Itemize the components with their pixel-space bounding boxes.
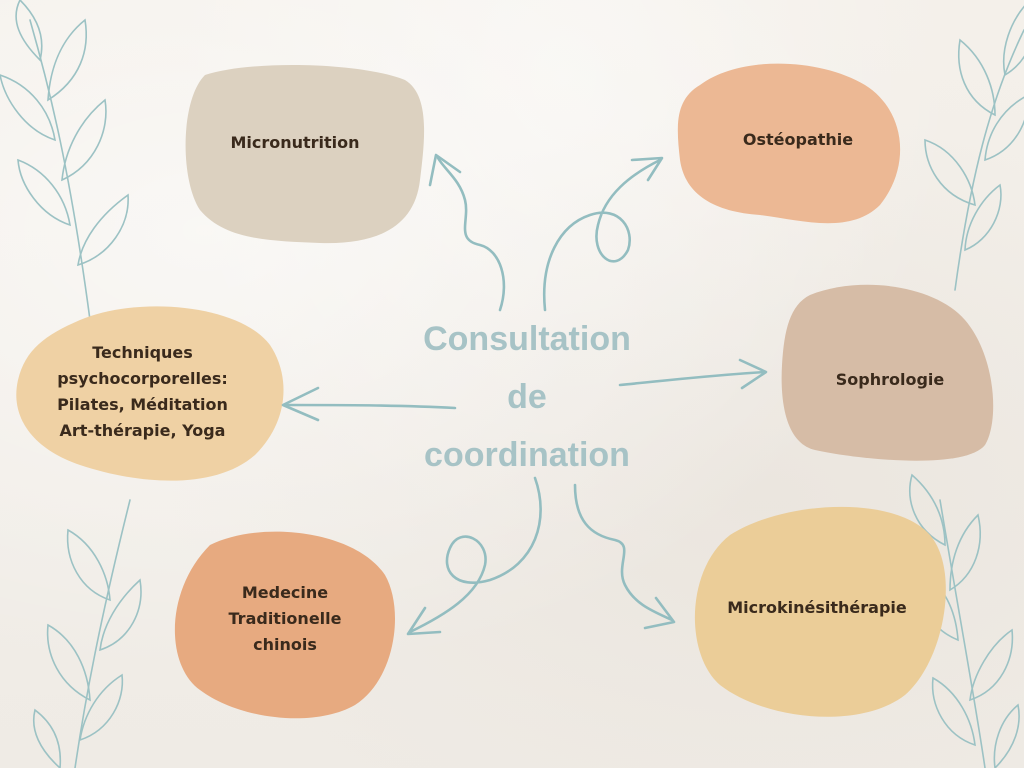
node-label-sophrologie: Sophrologie bbox=[835, 370, 945, 389]
blob-osteopathie bbox=[677, 63, 901, 224]
arrow-to-mtc bbox=[406, 476, 542, 636]
arrow-to-micronutrition bbox=[428, 153, 506, 312]
arrow-to-osteopathie bbox=[542, 156, 664, 312]
node-label-microkine: Microkinésithérapie bbox=[727, 598, 907, 617]
arrow-to-techniques bbox=[281, 386, 457, 422]
blob-micronutrition bbox=[185, 64, 425, 244]
blob-techniques bbox=[16, 306, 284, 481]
leaf-branch-bottom-left bbox=[33, 499, 142, 768]
blob-sophrologie bbox=[781, 284, 994, 461]
arrow-to-microkine bbox=[573, 483, 676, 630]
node-label-techniques: Techniques psychocorporelles: Pilates, M… bbox=[57, 343, 228, 440]
leaf-branch-top-right bbox=[924, 5, 1024, 291]
arrow-to-sophrologie bbox=[618, 358, 768, 390]
node-label-micronutrition: Micronutrition bbox=[230, 133, 360, 152]
center-title: Consultation de coordination bbox=[423, 320, 631, 474]
blob-mtc bbox=[174, 531, 395, 719]
node-label-osteopathie: Ostéopathie bbox=[742, 130, 854, 149]
leaf-branch-top-left bbox=[0, 0, 129, 321]
blob-microkine bbox=[694, 506, 946, 717]
node-label-mtc: Medecine Traditionelle chinois bbox=[228, 583, 342, 654]
